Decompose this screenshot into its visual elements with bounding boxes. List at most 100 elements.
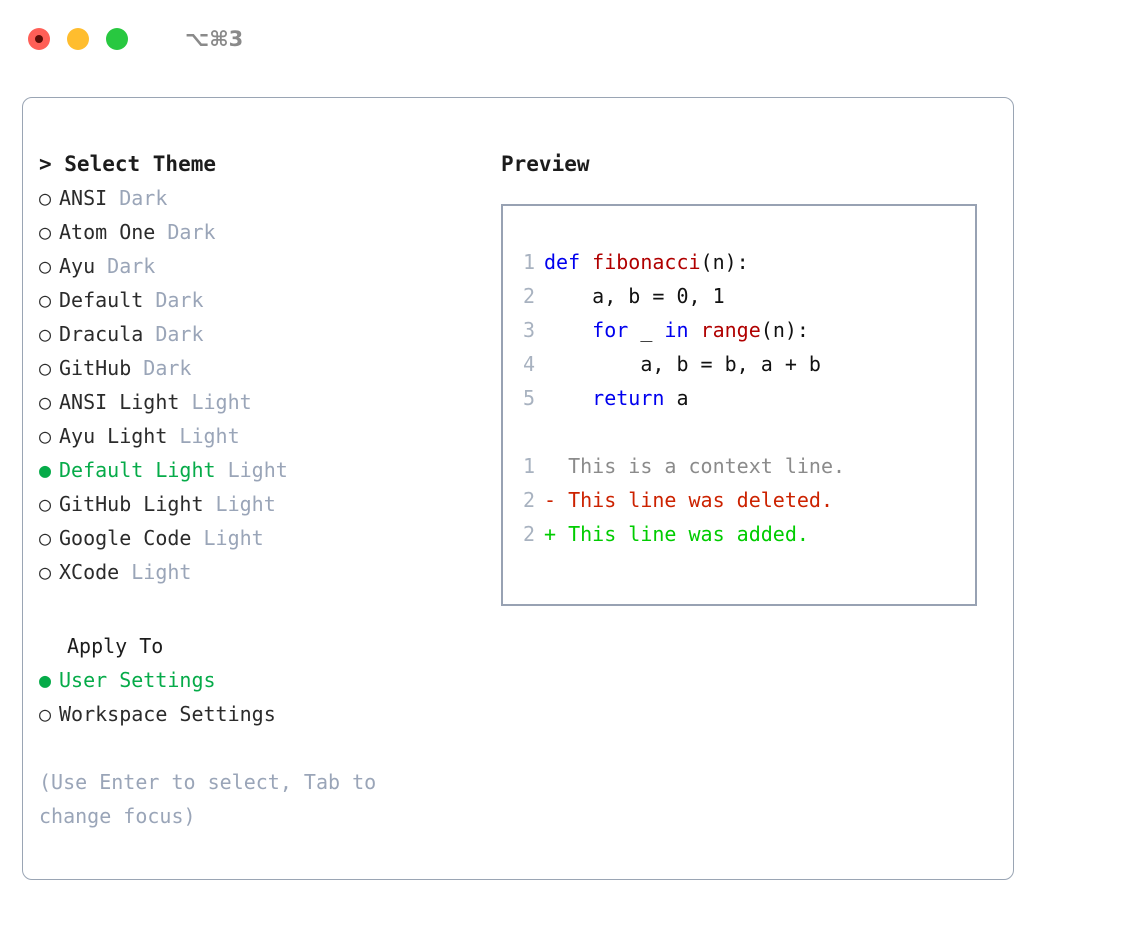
radio-selected-icon: ●: [39, 458, 52, 482]
apply-to-option-label: Workspace Settings: [59, 702, 276, 726]
spacer: [179, 390, 191, 414]
theme-option-name: Dracula: [59, 322, 144, 346]
radio-unselected-icon: ○: [39, 424, 52, 448]
code-token: for: [592, 318, 629, 342]
spacer: [191, 526, 203, 550]
theme-option-list[interactable]: ○ANSI Dark○Atom One Dark○Ayu Dark○Defaul…: [39, 181, 493, 589]
radio-selected-icon: ●: [39, 668, 52, 692]
code-line: 3 for _ in range(n):: [503, 313, 975, 347]
theme-option-ayu-light[interactable]: ○Ayu Light Light: [39, 419, 493, 453]
line-number: 1: [522, 454, 535, 478]
maximize-window-button[interactable]: [106, 28, 128, 50]
theme-option-default-light[interactable]: ● Default Light Light: [39, 453, 493, 487]
spacer: [143, 288, 155, 312]
theme-variant-tag: Light: [203, 526, 264, 550]
theme-option-ansi[interactable]: ○ANSI Dark: [39, 181, 493, 215]
diff-sample: 1 This is a context line.2- This line wa…: [503, 449, 975, 551]
apply-to-option-list[interactable]: ●User Settings ○ Workspace Settings: [39, 663, 493, 731]
line-number: 2: [522, 284, 535, 308]
close-window-button[interactable]: [28, 28, 50, 50]
code-line: 4 a, b = b, a + b: [503, 347, 975, 381]
diff-marker: +: [544, 522, 569, 546]
code-token: in: [664, 318, 689, 342]
spacer: [167, 424, 179, 448]
radio-unselected-icon: ○: [39, 288, 52, 312]
theme-variant-tag: Light: [131, 560, 192, 584]
theme-option-default[interactable]: ○ Default Dark: [39, 283, 493, 317]
diff-marker: [544, 454, 568, 478]
theme-variant-tag: Light: [227, 458, 288, 482]
radio-unselected-icon: ○: [39, 390, 52, 414]
theme-variant-tag: Light: [215, 492, 276, 516]
theme-variant-tag: Dark: [107, 254, 156, 278]
radio-unselected-icon: ○: [39, 560, 52, 584]
code-diff-separator: [503, 415, 975, 449]
theme-option-name: Google Code: [59, 526, 192, 550]
radio-unselected-icon: ○: [39, 492, 52, 516]
radio-unselected-icon: ○: [39, 220, 52, 244]
theme-option-xcode[interactable]: ○ XCode Light: [39, 555, 493, 589]
code-token: range: [700, 318, 761, 342]
diff-line: 1 This is a context line.: [503, 449, 975, 483]
code-line: 5 return a: [503, 381, 975, 415]
theme-list-column: > Select Theme ○ANSI Dark○Atom One Dark○…: [23, 98, 493, 879]
code-line: 2 a, b = 0, 1: [503, 279, 975, 313]
theme-option-name: Default Light: [59, 458, 216, 482]
theme-option-name: ANSI: [59, 186, 108, 210]
diff-marker: -: [544, 488, 569, 512]
radio-unselected-icon: ○: [39, 356, 52, 380]
theme-option-github[interactable]: ○GitHub Dark: [39, 351, 493, 385]
theme-option-name: Ayu Light: [59, 424, 168, 448]
spacer: [143, 322, 155, 346]
radio-unselected-icon: ○: [39, 526, 52, 550]
line-number: 2: [522, 488, 535, 512]
theme-option-name: Ayu: [59, 254, 96, 278]
theme-option-dracula[interactable]: ○Dracula Dark: [39, 317, 493, 351]
theme-option-name: Atom One: [59, 220, 156, 244]
spacer: [216, 458, 228, 482]
theme-option-name: ANSI Light: [59, 390, 180, 414]
code-token: [689, 318, 701, 342]
select-theme-heading: > Select Theme: [39, 152, 217, 176]
minimize-window-button[interactable]: [67, 28, 89, 50]
theme-variant-tag: Light: [191, 390, 252, 414]
diff-text: This line was deleted.: [568, 488, 833, 512]
apply-to-option-workspace-settings[interactable]: ○ Workspace Settings: [39, 697, 493, 731]
line-number: 2: [522, 522, 535, 546]
theme-option-atom-one[interactable]: ○ Atom One Dark: [39, 215, 493, 249]
theme-option-github-light[interactable]: ○ GitHub Light Light: [39, 487, 493, 521]
theme-option-name: Default: [59, 288, 144, 312]
theme-variant-tag: Dark: [155, 288, 204, 312]
line-number: 3: [522, 318, 535, 342]
radio-unselected-icon: ○: [39, 702, 52, 726]
keyboard-hint-text: (Use Enter to select, Tab to change focu…: [39, 770, 389, 828]
code-token: a: [664, 386, 689, 410]
code-token: _: [628, 318, 665, 342]
apply-to-heading: Apply To: [67, 634, 164, 658]
theme-option-name: GitHub Light: [59, 492, 204, 516]
theme-option-ansi-light[interactable]: ○ ANSI Light Light: [39, 385, 493, 419]
theme-option-google-code[interactable]: ○ Google Code Light: [39, 521, 493, 555]
spacer: [107, 186, 119, 210]
keyboard-shortcut-label: ⌥⌘3: [185, 27, 244, 51]
theme-option-ayu[interactable]: ○ Ayu Dark: [39, 249, 493, 283]
spacer: [95, 254, 107, 278]
theme-selector-panel: > Select Theme ○ANSI Dark○Atom One Dark○…: [22, 97, 1014, 880]
code-token: return: [592, 386, 665, 410]
spacer: [131, 356, 143, 380]
code-token: (n):: [700, 250, 749, 274]
diff-line: 2- This line was deleted.: [503, 483, 975, 517]
theme-option-name: XCode: [59, 560, 120, 584]
radio-unselected-icon: ○: [39, 254, 52, 278]
apply-to-option-user-settings[interactable]: ●User Settings: [39, 663, 493, 697]
theme-variant-tag: Dark: [119, 186, 168, 210]
traffic-lights: [28, 28, 128, 50]
preview-heading: Preview: [501, 152, 590, 176]
spacer: [119, 560, 131, 584]
line-number: 4: [522, 352, 535, 376]
list-spacer: [39, 589, 493, 629]
theme-variant-tag: Dark: [167, 220, 216, 244]
